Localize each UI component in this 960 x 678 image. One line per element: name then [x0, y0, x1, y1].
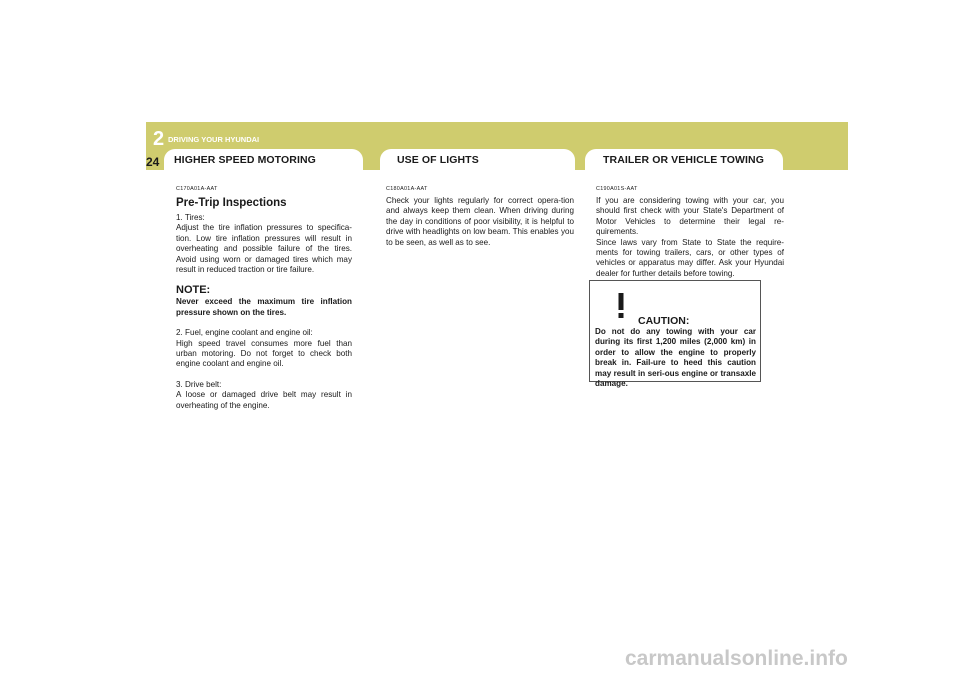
- column-towing: C190A01S-AAT If you are considering towi…: [596, 186, 784, 279]
- tab-higher-speed: [164, 149, 363, 170]
- fuel-paragraph: 2. Fuel, engine coolant and engine oil: …: [176, 328, 352, 369]
- lights-paragraph: Check your lights regularly for correct …: [386, 196, 574, 247]
- tab-use-of-lights: [380, 149, 575, 170]
- subsection-title: Pre-Trip Inspections: [176, 197, 287, 209]
- section-code: C190A01S-AAT: [596, 186, 638, 192]
- column-higher-speed: C170A01A-AAT Pre-Trip Inspections 1. Tir…: [176, 186, 352, 411]
- tab-towing: [585, 149, 783, 170]
- section-code: C180A01A-AAT: [386, 186, 428, 192]
- section-title-higher-speed: HIGHER SPEED MOTORING: [174, 154, 316, 166]
- chapter-number: 2: [153, 128, 165, 150]
- tires-paragraph: 1. Tires: Adjust the tire inflation pres…: [176, 213, 352, 275]
- drive-belt-paragraph: 3. Drive belt: A loose or damaged drive …: [176, 379, 352, 410]
- note-label: NOTE:: [176, 284, 211, 297]
- towing-paragraph: If you are considering towing with your …: [596, 196, 784, 278]
- note-text: Never exceed the maximum tire inflation …: [176, 297, 352, 317]
- chapter-title: DRIVING YOUR HYUNDAI: [168, 135, 260, 144]
- section-title-towing: TRAILER OR VEHICLE TOWING: [603, 154, 764, 166]
- caution-text: Do not do any towing with your car durin…: [595, 327, 756, 389]
- warning-icon: [605, 290, 637, 320]
- section-title-lights: USE OF LIGHTS: [397, 154, 479, 166]
- caution-box: [589, 280, 761, 382]
- column-use-of-lights: C180A01A-AAT Check your lights regularly…: [386, 186, 574, 248]
- caution-label: CAUTION:: [638, 315, 690, 327]
- section-code: C170A01A-AAT: [176, 186, 218, 192]
- watermark: carmanualsonline.info: [625, 647, 848, 670]
- page-number: 24: [146, 155, 160, 169]
